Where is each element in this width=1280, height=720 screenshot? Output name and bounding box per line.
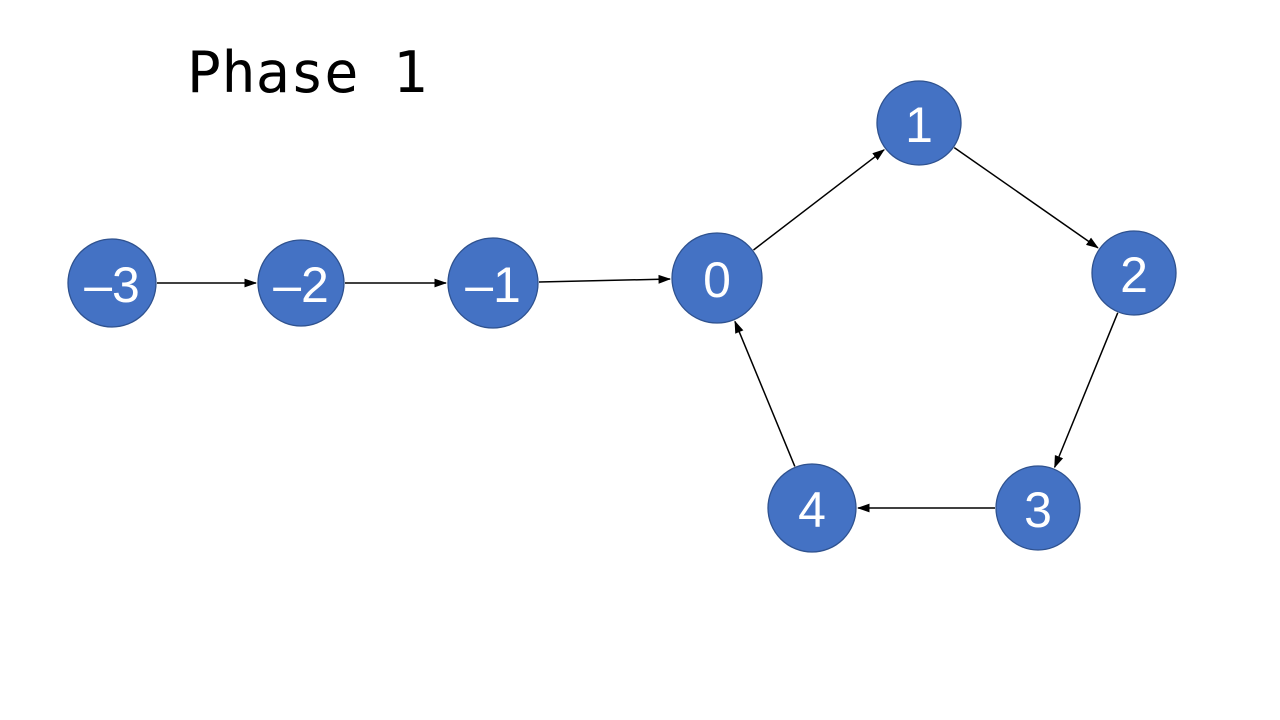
graph-node-3[interactable]: 3 [995, 465, 1081, 551]
graph-node-label-2: 2 [1120, 247, 1148, 303]
graph-node-0[interactable]: 0 [671, 232, 763, 324]
graph-node-label-3: 3 [1024, 482, 1052, 538]
edge-4-to-0 [734, 320, 796, 467]
graph-node-4[interactable]: 4 [767, 463, 857, 553]
graph-node-label--1: –1 [465, 257, 521, 313]
edge-0-to-1 [753, 149, 885, 251]
edge-1-to-2 [953, 146, 1099, 249]
graph-node-circle-3[interactable] [995, 465, 1081, 551]
graph-node-label--3: –3 [84, 257, 140, 313]
graph-node-label-4: 4 [798, 482, 826, 538]
node-layer: –3 –2 –1 0 1 2 3 4 [67, 80, 1177, 553]
edge-2-to-3 [1053, 312, 1119, 469]
graph-node-circle-0[interactable] [671, 232, 763, 324]
edge-layer [157, 146, 1119, 513]
graph-node--3[interactable]: –3 [67, 238, 157, 328]
graph-node-label-1: 1 [905, 97, 933, 153]
graph-node-circle--3[interactable] [67, 238, 157, 328]
graph-node-2[interactable]: 2 [1091, 230, 1177, 316]
graph-node-1[interactable]: 1 [876, 80, 962, 166]
slide-title: Phase 1 [187, 40, 428, 106]
graph-node-circle-4[interactable] [767, 463, 857, 553]
graph-node--1[interactable]: –1 [447, 237, 539, 329]
graph-node-label-0: 0 [703, 252, 731, 308]
graph-node-circle--2[interactable] [257, 239, 345, 327]
graph-node-circle-2[interactable] [1091, 230, 1177, 316]
graph-node-label--2: –2 [273, 257, 329, 313]
edge--1-to-0 [538, 274, 672, 284]
graph-node--2[interactable]: –2 [257, 239, 345, 327]
graph-node-circle--1[interactable] [447, 237, 539, 329]
graph-node-circle-1[interactable] [876, 80, 962, 166]
